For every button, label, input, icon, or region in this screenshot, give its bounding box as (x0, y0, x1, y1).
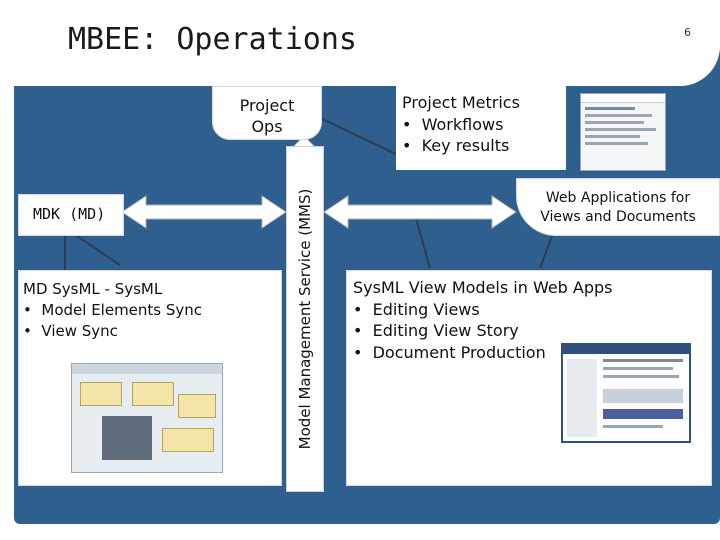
sysml-views-item-2: • Editing View Story (353, 321, 519, 340)
project-metrics-box: Project Metrics • Workflows • Key result… (396, 86, 566, 170)
web-apps-line1: Web Applications for (545, 190, 691, 206)
project-metrics-item-1: • Workflows (402, 115, 504, 134)
web-apps-box: Web Applications for Views and Documents (516, 178, 720, 236)
project-metrics-item-2: • Key results (402, 136, 510, 155)
sysml-views-item-3: • Document Production (353, 343, 546, 362)
project-ops-box: Project Ops (212, 86, 322, 140)
left-double-arrow (121, 195, 287, 229)
slide-title: MBEE: Operations (68, 22, 357, 57)
sysml-views-title: SysML View Models in Web Apps (353, 278, 613, 297)
project-metrics-title: Project Metrics (402, 93, 520, 112)
metrics-screenshot-thumbnail (580, 93, 666, 171)
sysml-view-models-box: SysML View Models in Web Apps • Editing … (346, 270, 712, 486)
mms-box: Model Management Service (MMS) (286, 146, 324, 492)
view-editor-screenshot-thumbnail (561, 343, 691, 443)
mdk-label: MDK (MD) (33, 205, 106, 223)
md-sysml-box: MD SysML - SysML • Model Elements Sync •… (18, 270, 282, 486)
header-area (0, 0, 720, 86)
mms-label: Model Management Service (MMS) (296, 188, 314, 450)
right-double-arrow (323, 195, 517, 229)
magicdraw-screenshot-thumbnail (71, 363, 223, 473)
md-sysml-title: MD SysML - SysML (23, 280, 163, 298)
project-ops-line1: Project (239, 96, 295, 115)
sysml-views-item-1: • Editing Views (353, 300, 480, 319)
md-sysml-item-1: • Model Elements Sync (23, 301, 203, 319)
project-ops-line2: Ops (251, 117, 283, 136)
mdk-box: MDK (MD) (18, 194, 124, 236)
page-number: 6 (684, 26, 691, 39)
md-sysml-item-2: • View Sync (23, 322, 118, 340)
web-apps-line2: Views and Documents (540, 209, 696, 225)
